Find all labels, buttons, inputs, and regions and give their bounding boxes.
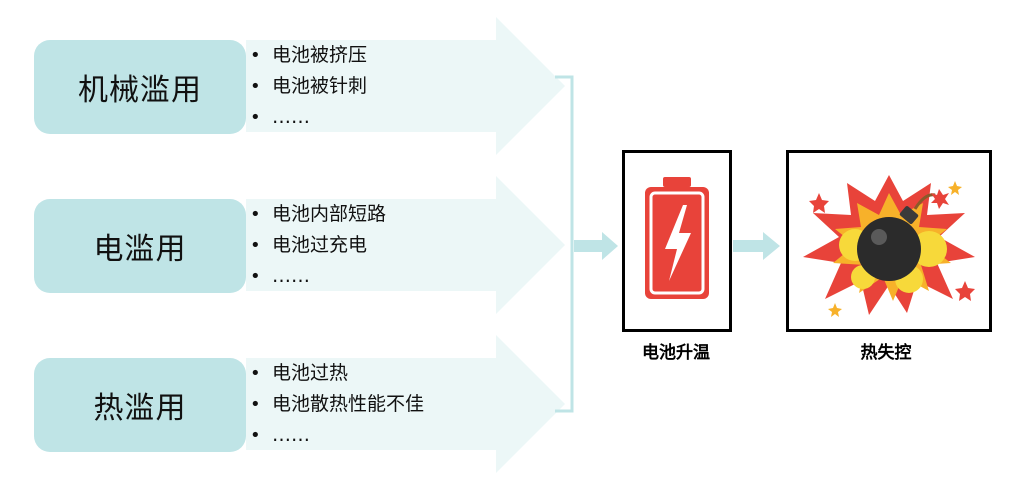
item-list-electrical: • 电池内部短路 • 电池过充电 • ……	[248, 199, 508, 292]
item-text: ……	[272, 106, 310, 128]
item-list-thermal: • 电池过热 • 电池散热性能不佳 • ……	[248, 358, 508, 451]
list-item: • 电池被针刺	[248, 71, 508, 102]
arrow-to-runaway	[733, 232, 780, 260]
bullet-icon: •	[250, 235, 261, 256]
bullet-icon: •	[250, 425, 261, 446]
bullet-icon: •	[250, 76, 261, 97]
item-text: 电池被针刺	[272, 75, 368, 97]
bomb-explosion-icon	[803, 175, 975, 317]
list-item: • 电池内部短路	[248, 199, 508, 230]
item-text: 电池过充电	[272, 234, 368, 256]
list-item: • ……	[248, 261, 508, 292]
bullet-icon: •	[250, 204, 261, 225]
thermal-runaway-caption: 热失控	[860, 343, 912, 363]
merge-bracket	[555, 75, 574, 413]
battery-heating-box	[622, 150, 732, 332]
list-item: • ……	[248, 420, 508, 451]
bullet-icon: •	[250, 363, 261, 384]
bullet-icon: •	[250, 45, 261, 66]
category-label: 机械滥用	[78, 73, 202, 108]
item-text: ……	[272, 265, 310, 287]
item-text: 电池被挤压	[272, 44, 368, 66]
list-item: • ……	[248, 102, 508, 133]
category-label: 电滥用	[93, 232, 187, 267]
category-arrow-2	[246, 176, 565, 314]
arrow-to-battery	[574, 232, 618, 260]
category-mechanical-abuse: 机械滥用	[34, 40, 246, 134]
item-text: 电池散热性能不佳	[272, 393, 425, 415]
category-thermal-abuse: 热滥用	[34, 358, 246, 452]
list-item: • 电池散热性能不佳	[248, 389, 508, 420]
bullet-icon: •	[250, 266, 261, 287]
bullet-icon: •	[250, 107, 261, 128]
category-arrow-1	[246, 17, 565, 155]
list-item: • 电池被挤压	[248, 40, 508, 71]
battery-lightning-icon	[645, 177, 709, 299]
battery-heating-caption: 电池升温	[642, 343, 710, 363]
bullet-icon: •	[250, 394, 261, 415]
item-text: 电池过热	[272, 362, 349, 384]
category-electrical-abuse: 电滥用	[34, 199, 246, 293]
category-label: 热滥用	[93, 391, 187, 426]
list-item: • 电池过热	[248, 358, 508, 389]
list-item: • 电池过充电	[248, 230, 508, 261]
item-text: 电池内部短路	[272, 203, 387, 225]
category-arrow-3	[246, 335, 565, 473]
item-text: ……	[272, 424, 310, 446]
thermal-runaway-box	[786, 150, 992, 332]
item-list-mechanical: • 电池被挤压 • 电池被针刺 • ……	[248, 40, 508, 133]
